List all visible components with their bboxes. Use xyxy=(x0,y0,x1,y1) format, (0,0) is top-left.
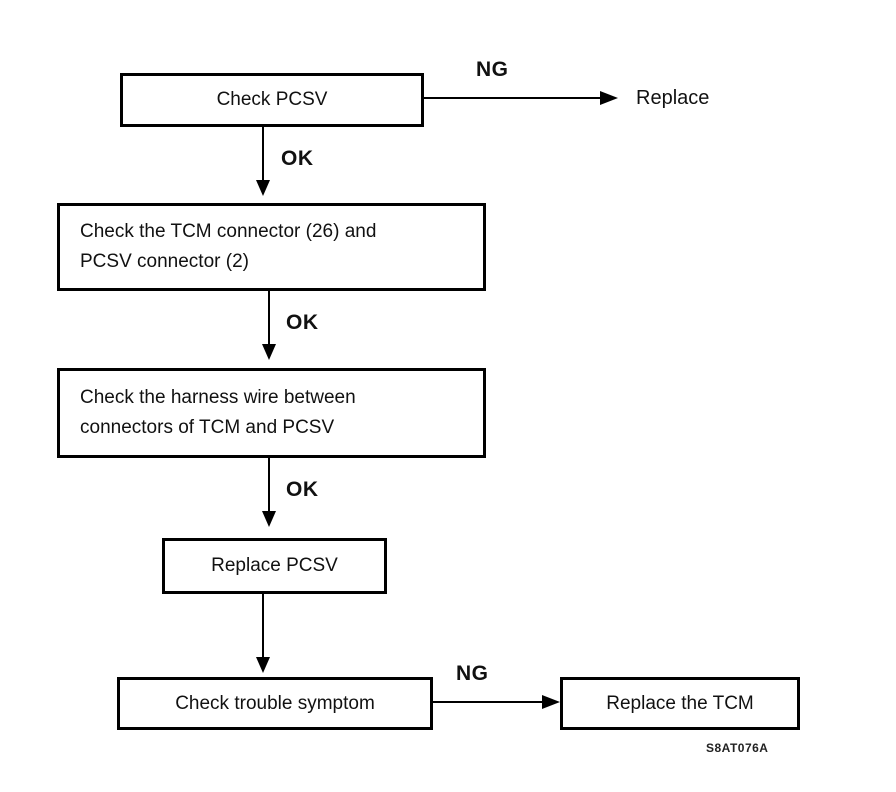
node-replace-pcsv: Replace PCSV xyxy=(162,538,387,594)
edge-label-ok-1: OK xyxy=(281,147,314,170)
edge-line-ng-2 xyxy=(433,701,545,703)
edge-label-ng-1: NG xyxy=(476,58,509,81)
edge-line-plain xyxy=(262,594,264,658)
edge-label-ng-2: NG xyxy=(456,662,489,685)
arrow-down-icon xyxy=(262,344,276,360)
node-check-connectors: Check the TCM connector (26) and PCSV co… xyxy=(57,203,486,291)
node-check-harness-line1: Check the harness wire between xyxy=(80,387,356,408)
node-replace-pcsv-label: Replace PCSV xyxy=(211,555,338,576)
edge-line-ok-3 xyxy=(268,458,270,512)
figure-code: S8AT076A xyxy=(706,741,769,755)
node-check-connectors-line2: PCSV connector (2) xyxy=(80,251,249,272)
arrow-right-icon xyxy=(542,695,560,709)
arrow-down-icon xyxy=(262,511,276,527)
edge-label-ok-2: OK xyxy=(286,311,319,334)
node-replace-tcm: Replace the TCM xyxy=(560,677,800,730)
node-check-connectors-line1: Check the TCM connector (26) and xyxy=(80,221,377,242)
node-check-harness-line2: connectors of TCM and PCSV xyxy=(80,417,335,438)
edge-line-ok-2 xyxy=(268,291,270,345)
node-check-pcsv-label: Check PCSV xyxy=(216,89,328,110)
node-check-trouble-label: Check trouble symptom xyxy=(175,692,375,714)
edge-line-ok-1 xyxy=(262,127,264,181)
edge-line-ng-1 xyxy=(424,97,602,99)
node-check-trouble: Check trouble symptom xyxy=(117,677,433,730)
edge-label-ok-3: OK xyxy=(286,478,319,501)
arrow-down-icon xyxy=(256,180,270,196)
terminal-replace: Replace xyxy=(636,87,710,109)
arrow-down-icon xyxy=(256,657,270,673)
node-replace-tcm-label: Replace the TCM xyxy=(606,692,754,714)
arrow-right-icon xyxy=(600,91,618,105)
node-check-pcsv: Check PCSV xyxy=(120,73,424,127)
node-check-harness: Check the harness wire between connector… xyxy=(57,368,486,458)
